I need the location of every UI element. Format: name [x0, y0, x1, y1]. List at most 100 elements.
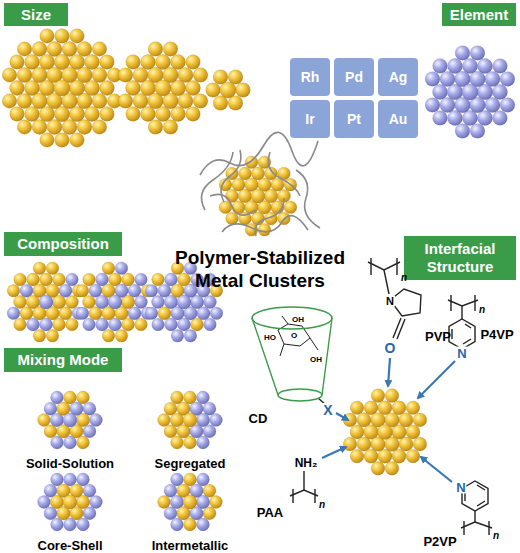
svg-path — [393, 318, 405, 339]
metal-atom — [364, 449, 378, 463]
metal-atom — [83, 484, 96, 497]
metal-atom — [171, 436, 184, 449]
metal-atom — [77, 42, 92, 57]
metal-atom — [184, 518, 197, 531]
node-text: Mixing Mode — [18, 351, 109, 369]
node-text: Composition — [17, 235, 109, 253]
metal-atom — [470, 46, 485, 61]
metal-atom — [85, 55, 100, 70]
svg-path — [252, 318, 332, 395]
metal-atom — [46, 262, 59, 275]
metal-atom — [77, 518, 90, 531]
metal-atom — [226, 212, 239, 225]
node-text: Size — [21, 6, 51, 24]
element-tile: Pt — [334, 100, 374, 138]
metal-atom — [413, 413, 427, 427]
svg-path — [210, 194, 256, 215]
repeat-index: n — [319, 500, 325, 510]
metal-atom — [177, 295, 191, 309]
metal-atom — [186, 107, 201, 122]
metal-atom — [493, 59, 508, 74]
metal-cluster — [7, 262, 85, 342]
metal-atom — [10, 55, 25, 70]
metal-atom — [62, 42, 77, 57]
metal-atom — [210, 307, 223, 320]
metal-atom — [7, 284, 20, 297]
metal-atom — [455, 46, 470, 61]
metal-atom — [39, 295, 53, 309]
metal-atom — [133, 93, 148, 108]
metal-atom — [477, 110, 492, 125]
metal-atom — [203, 402, 216, 415]
polymer-name: PVP — [425, 330, 451, 343]
metal-atom — [343, 413, 357, 427]
metal-atom — [51, 518, 64, 531]
element-tile: Pd — [334, 58, 374, 96]
metal-atom — [89, 307, 102, 320]
svg-path — [255, 198, 284, 236]
metal-atom — [17, 68, 32, 83]
metal-atom — [377, 424, 392, 439]
metal-atom — [164, 402, 177, 415]
metal-atom — [59, 284, 72, 297]
metal-atom — [155, 54, 170, 69]
metal-atom — [44, 402, 57, 415]
metal-atom — [54, 80, 70, 96]
metal-cluster — [158, 391, 223, 449]
metal-atom — [33, 262, 46, 275]
metal-atom — [178, 67, 193, 82]
svg-path — [388, 358, 390, 386]
metal-atom — [47, 42, 62, 57]
metal-atom — [32, 120, 47, 135]
metal-atom — [155, 80, 171, 96]
metal-atom — [447, 110, 462, 125]
metal-atom — [17, 42, 31, 56]
metal-atom — [183, 413, 197, 427]
metal-atom — [135, 273, 148, 286]
metal-atom — [64, 518, 77, 531]
metal-atom — [51, 436, 64, 449]
node-text: Element — [450, 6, 508, 24]
metal-atom — [152, 273, 165, 286]
node-text: Interfacial Structure — [408, 240, 512, 276]
metal-atom — [38, 414, 51, 427]
metal-atom — [406, 449, 420, 463]
section-header: Size — [4, 3, 68, 26]
metal-atom — [14, 273, 27, 286]
metal-atom — [100, 107, 115, 122]
metal-atom — [210, 496, 223, 509]
metal-atom — [236, 83, 251, 98]
metal-atom — [186, 55, 201, 70]
metal-atom — [425, 98, 440, 113]
metal-atom — [197, 518, 210, 531]
repeat-index: n — [401, 273, 407, 283]
metal-atom — [44, 484, 57, 497]
element-tile: Ag — [378, 58, 418, 96]
metal-atom — [64, 473, 77, 486]
metal-atom — [51, 473, 64, 486]
section-header: Element — [442, 3, 516, 26]
svg-path — [451, 295, 475, 311]
metal-atom — [55, 29, 70, 44]
metal-atom — [115, 330, 128, 343]
metal-atom — [126, 55, 141, 70]
metal-atom — [184, 391, 197, 404]
metal-atom — [100, 81, 115, 96]
metal-atom — [183, 495, 197, 509]
metal-atom — [90, 496, 103, 509]
node-text: Pt — [347, 111, 361, 127]
metal-atom — [171, 107, 186, 122]
metal-atom — [145, 284, 158, 297]
metal-atom — [141, 55, 156, 70]
metal-atom — [193, 68, 208, 83]
metal-cluster — [206, 70, 251, 111]
metal-atom — [148, 120, 163, 135]
metal-atom — [83, 425, 96, 438]
polymer-name: CD — [249, 412, 268, 425]
metal-atom — [433, 111, 448, 126]
svg-path — [268, 152, 300, 196]
svg-path — [448, 300, 478, 306]
metal-atom — [493, 111, 508, 126]
metal-atom — [500, 98, 515, 113]
metal-atom — [164, 507, 177, 520]
